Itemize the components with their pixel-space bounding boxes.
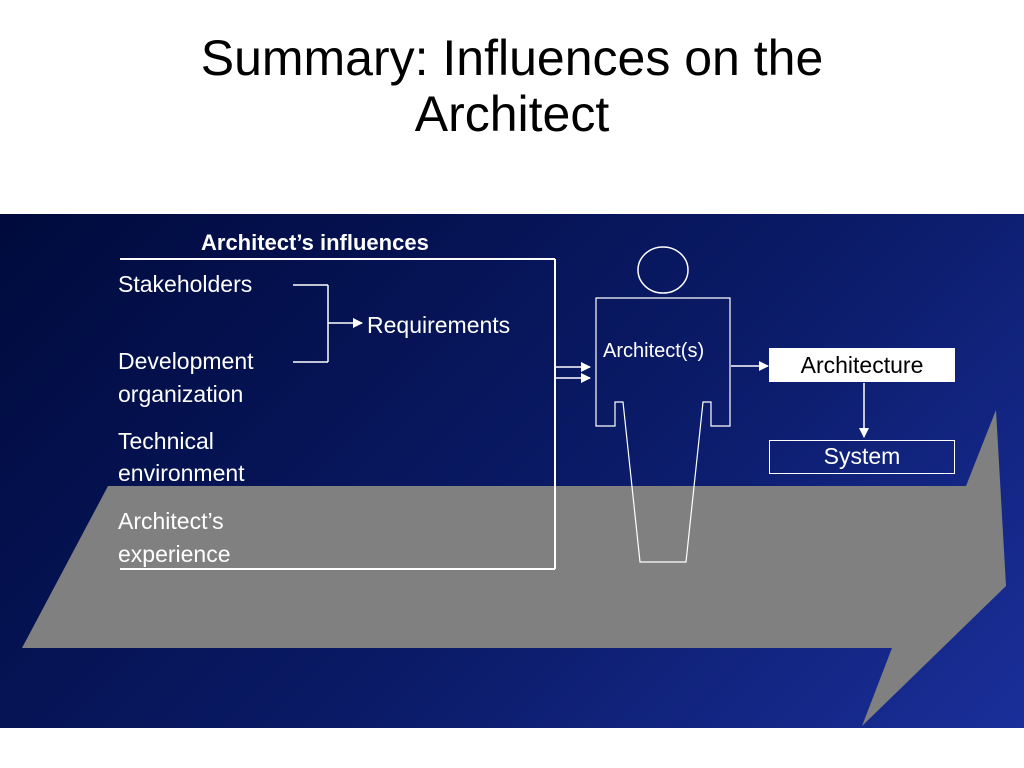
- development-label-line-2: organization: [118, 381, 244, 407]
- development-label-line-1: Development: [118, 348, 254, 374]
- architecture-box: Architecture: [769, 348, 955, 382]
- slide-title: Summary: Influences on the Architect: [0, 30, 1024, 142]
- diagram-panel: Architect’s influences Stakeholders Deve…: [0, 214, 1024, 728]
- requirements-label: Requirements: [367, 312, 511, 338]
- diagram-graphics: [22, 246, 1006, 726]
- slide-title-line-1: Summary: Influences on the: [200, 30, 824, 86]
- system-box: System: [769, 440, 955, 474]
- influences-heading: Architect’s influences: [201, 230, 429, 255]
- architect-body-outline: [595, 297, 731, 563]
- technical-label-line-2: environment: [118, 460, 245, 486]
- slide-title-line-2: Architect: [414, 86, 610, 142]
- experience-label-line-1: Architect’s: [118, 508, 224, 534]
- technical-label-line-1: Technical: [118, 428, 214, 454]
- architect-head: [637, 246, 689, 294]
- experience-label-line-2: experience: [118, 541, 231, 567]
- stakeholders-label: Stakeholders: [118, 271, 253, 297]
- architects-label: Architect(s): [603, 340, 705, 362]
